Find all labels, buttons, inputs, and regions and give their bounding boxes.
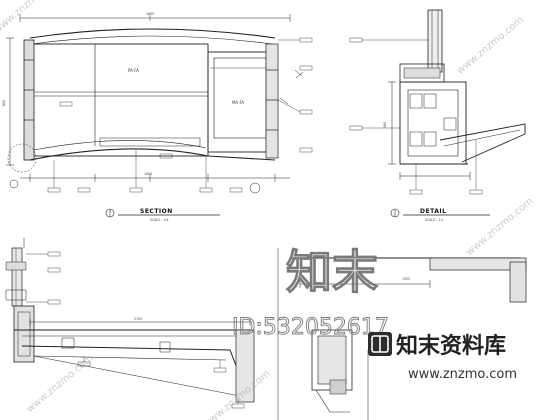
section-room-label-b: MA FA xyxy=(232,100,244,105)
watermark-id: ID:532052617 xyxy=(232,315,389,340)
watermark-brand-url: www.znzmo.com xyxy=(408,367,517,382)
watermark-logo-glyphs: 知末 xyxy=(286,245,378,299)
section-view xyxy=(6,14,313,194)
section-room-label-a: PA FA xyxy=(128,68,139,73)
section-title-block xyxy=(105,208,220,218)
section-dim-bottom: 1605 xyxy=(144,172,152,176)
lower-dim: 3705 xyxy=(134,317,142,321)
watermark-url-bottom-left: www.znzmo.com xyxy=(24,353,95,415)
section-dim-top: 1605 xyxy=(146,12,154,16)
section-scale: SCALE : 1:6 xyxy=(150,218,168,222)
watermark-brand-badge xyxy=(368,332,392,356)
detail-dim-side: 160 xyxy=(383,122,387,128)
watermark-url-top-right: www.znzmo.com xyxy=(455,15,526,77)
section-dim-side: 600 xyxy=(2,100,6,106)
watermark-url-right-mid: www.znzmo.com xyxy=(464,196,535,258)
detail-title: DETAIL xyxy=(420,208,446,215)
detail-scale: SCALE : 1:2 xyxy=(425,218,443,222)
section-title: SECTION xyxy=(140,208,173,215)
lower-right-dim: 1305 xyxy=(402,277,410,281)
lower-left-detail xyxy=(5,238,255,409)
detail-view xyxy=(349,9,526,195)
lower-right-detail xyxy=(277,248,527,420)
watermark-brand-name: 知末资料库 xyxy=(396,333,506,359)
detail-title-block xyxy=(390,208,490,218)
